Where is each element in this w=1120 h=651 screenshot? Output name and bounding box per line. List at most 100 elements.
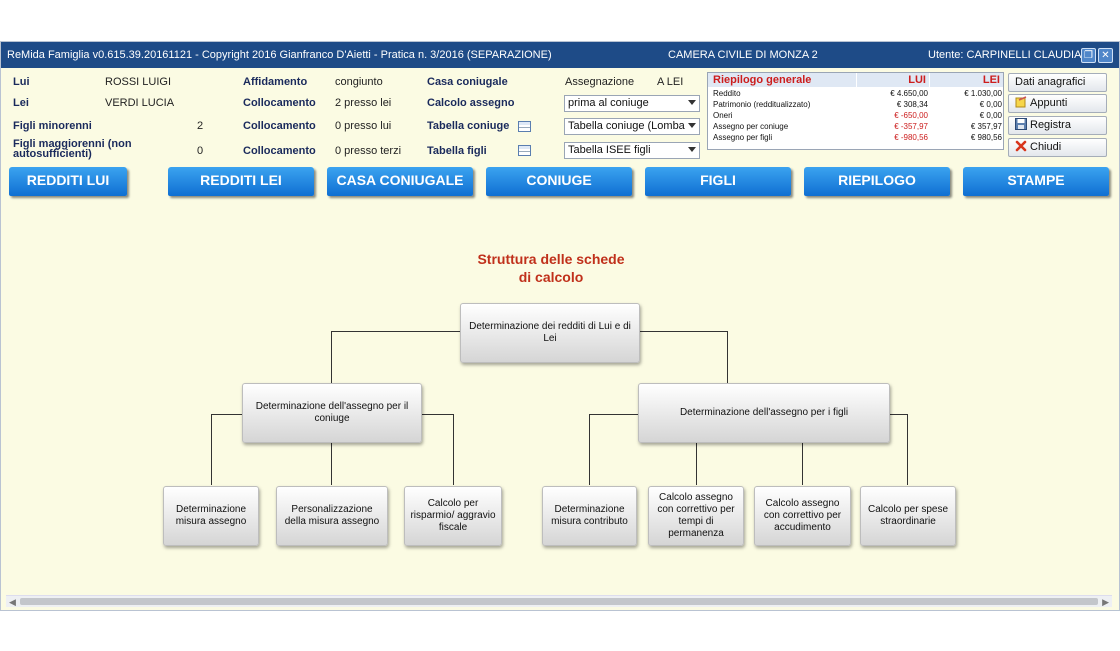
summary-row-lui: € 308,34	[896, 100, 928, 109]
node-misura-contributo[interactable]: Determinazione misura contributo	[542, 486, 637, 546]
node-assegno-coniuge[interactable]: Determinazione dell'assegno per il coniu…	[242, 383, 422, 443]
collocamento-label-3: Collocamento	[243, 145, 316, 157]
summary-row-label: Assegno per coniuge	[713, 122, 789, 131]
diagram-title-line1: Struttura delle schede	[477, 251, 625, 267]
nav-figli[interactable]: FIGLI	[645, 167, 791, 196]
chiudi-button[interactable]: Chiudi	[1008, 138, 1107, 157]
summary-row-lui: € -650,00	[894, 111, 928, 120]
node-redditi[interactable]: Determinazione dei redditi di Lui e di L…	[460, 303, 640, 363]
save-icon	[1015, 118, 1027, 130]
connector-line	[802, 442, 803, 485]
connector-line	[453, 414, 454, 485]
connector-line	[727, 331, 728, 383]
close-x-icon	[1015, 140, 1027, 152]
diagram-title-line2: di calcolo	[518, 269, 584, 285]
assegnazione-label: Assegnazione	[565, 76, 635, 88]
tabella-coniuge-select[interactable]: Tabella coniuge (Lomba	[564, 118, 700, 135]
node-misura-assegno[interactable]: Determinazione misura assegno	[163, 486, 259, 546]
appunti-label: Appunti	[1030, 97, 1068, 109]
collocamento-value-2: 0 presso lui	[335, 120, 392, 132]
summary-title: Riepilogo generale	[708, 73, 856, 87]
connector-line	[589, 414, 590, 485]
affidamento-value: congiunto	[335, 76, 383, 88]
scrollbar-thumb[interactable]	[20, 598, 1098, 605]
nav-redditi-lui[interactable]: REDDITI LUI	[9, 167, 127, 196]
affidamento-label: Affidamento	[243, 76, 308, 88]
node-accudimento[interactable]: Calcolo assegno con correttivo per accud…	[754, 486, 851, 546]
collocamento-label-2: Collocamento	[243, 120, 316, 132]
summary-row-lei: € 1.030,00	[964, 89, 1002, 98]
tabella-figli-select[interactable]: Tabella ISEE figli	[564, 142, 700, 159]
calcolo-assegno-value: prima al coniuge	[568, 97, 649, 109]
nav-casa-coniugale[interactable]: CASA CONIUGALE	[327, 167, 473, 196]
calcolo-assegno-label: Calcolo assegno	[427, 97, 515, 109]
summary-row-lei: € 357,97	[970, 122, 1002, 131]
appunti-button[interactable]: Appunti	[1008, 94, 1107, 113]
connector-line	[639, 331, 728, 332]
summary-row: Assegno per figli € -980,56 € 980,56	[708, 133, 1003, 143]
tabella-coniuge-label: Tabella coniuge	[427, 120, 510, 132]
summary-row: Oneri € -650,00 € 0,00	[708, 111, 1003, 121]
node-spese-straordinarie[interactable]: Calcolo per spese straordinarie	[860, 486, 956, 546]
tabella-figli-value: Tabella ISEE figli	[568, 144, 651, 156]
chevron-down-icon	[688, 100, 696, 105]
table-icon[interactable]	[518, 121, 531, 132]
casa-coniugale-label: Casa coniugale	[427, 76, 508, 88]
restore-window-icon[interactable]: ❐	[1081, 48, 1096, 63]
nav-riepilogo[interactable]: RIEPILOGO	[804, 167, 950, 196]
scroll-right-icon[interactable]: ▶	[1102, 597, 1109, 607]
current-user: Utente: CARPINELLI CLAUDIA	[928, 49, 1082, 61]
collocamento-label-1: Collocamento	[243, 97, 316, 109]
app-title: ReMida Famiglia v0.615.39.20161121 - Cop…	[7, 49, 552, 61]
summary-row-lei: € 0,00	[979, 111, 1002, 120]
nav-stampe[interactable]: STAMPE	[963, 167, 1109, 196]
connector-line	[889, 414, 908, 415]
connector-line	[331, 442, 332, 485]
collocamento-value-1: 2 presso lei	[335, 97, 392, 109]
node-personalizzazione[interactable]: Personalizzazione della misura assegno	[276, 486, 388, 546]
node-risparmio-fiscale[interactable]: Calcolo per risparmio/ aggravio fiscale	[404, 486, 502, 546]
dati-anagrafici-label: Dati anagrafici	[1015, 76, 1086, 88]
summary-row-lui: € 4.650,00	[890, 89, 928, 98]
lei-label: Lei	[13, 97, 29, 109]
summary-row-lei: € 0,00	[979, 100, 1002, 109]
summary-row-label: Oneri	[713, 111, 733, 120]
chevron-down-icon	[688, 147, 696, 152]
minori-value: 2	[197, 120, 204, 132]
tabella-coniuge-value: Tabella coniuge (Lomba	[568, 120, 685, 132]
summary-row: Assegno per coniuge € -357,97 € 357,97	[708, 122, 1003, 132]
summary-row-label: Reddito	[713, 89, 741, 98]
close-window-icon[interactable]: ✕	[1098, 48, 1113, 63]
minori-label: Figli minorenni	[13, 120, 92, 132]
dati-anagrafici-button[interactable]: Dati anagrafici	[1008, 73, 1107, 92]
chevron-down-icon	[688, 123, 696, 128]
title-bar: ReMida Famiglia v0.615.39.20161121 - Cop…	[1, 42, 1119, 68]
summary-row-label: Patrimonio (redditualizzato)	[713, 100, 811, 109]
summary-row: Patrimonio (redditualizzato) € 308,34 € …	[708, 100, 1003, 110]
scroll-left-icon[interactable]: ◀	[9, 597, 16, 607]
registra-label: Registra	[1030, 119, 1071, 131]
lui-label: Lui	[13, 76, 30, 88]
app-window: ReMida Famiglia v0.615.39.20161121 - Cop…	[0, 41, 1120, 611]
node-assegno-figli[interactable]: Determinazione dell'assegno per i figli	[638, 383, 890, 443]
summary-col-lei: LEI	[930, 73, 1003, 87]
chiudi-label: Chiudi	[1030, 141, 1062, 153]
nav-redditi-lei[interactable]: REDDITI LEI	[168, 167, 314, 196]
connector-line	[421, 414, 454, 415]
summary-panel: Riepilogo generale LUI LEI Reddito € 4.6…	[707, 72, 1004, 150]
connector-line	[331, 331, 332, 383]
table-icon[interactable]	[518, 145, 531, 156]
maggiori-label: Figli maggiorenni (non autosufficienti)	[13, 138, 132, 160]
connector-line	[211, 414, 243, 415]
node-tempi-permanenza[interactable]: Calcolo assegno con correttivo per tempi…	[648, 486, 744, 546]
summary-col-lui: LUI	[857, 73, 929, 87]
calcolo-assegno-select[interactable]: prima al coniuge	[564, 95, 700, 112]
lei-value: VERDI LUCIA	[105, 97, 175, 109]
lui-value: ROSSI LUIGI	[105, 76, 172, 88]
connector-line	[211, 414, 212, 485]
horizontal-scrollbar[interactable]: ◀ ▶	[6, 595, 1112, 607]
nav-coniuge[interactable]: CONIUGE	[486, 167, 632, 196]
connector-line	[907, 414, 908, 485]
connector-line	[589, 414, 639, 415]
registra-button[interactable]: Registra	[1008, 116, 1107, 135]
